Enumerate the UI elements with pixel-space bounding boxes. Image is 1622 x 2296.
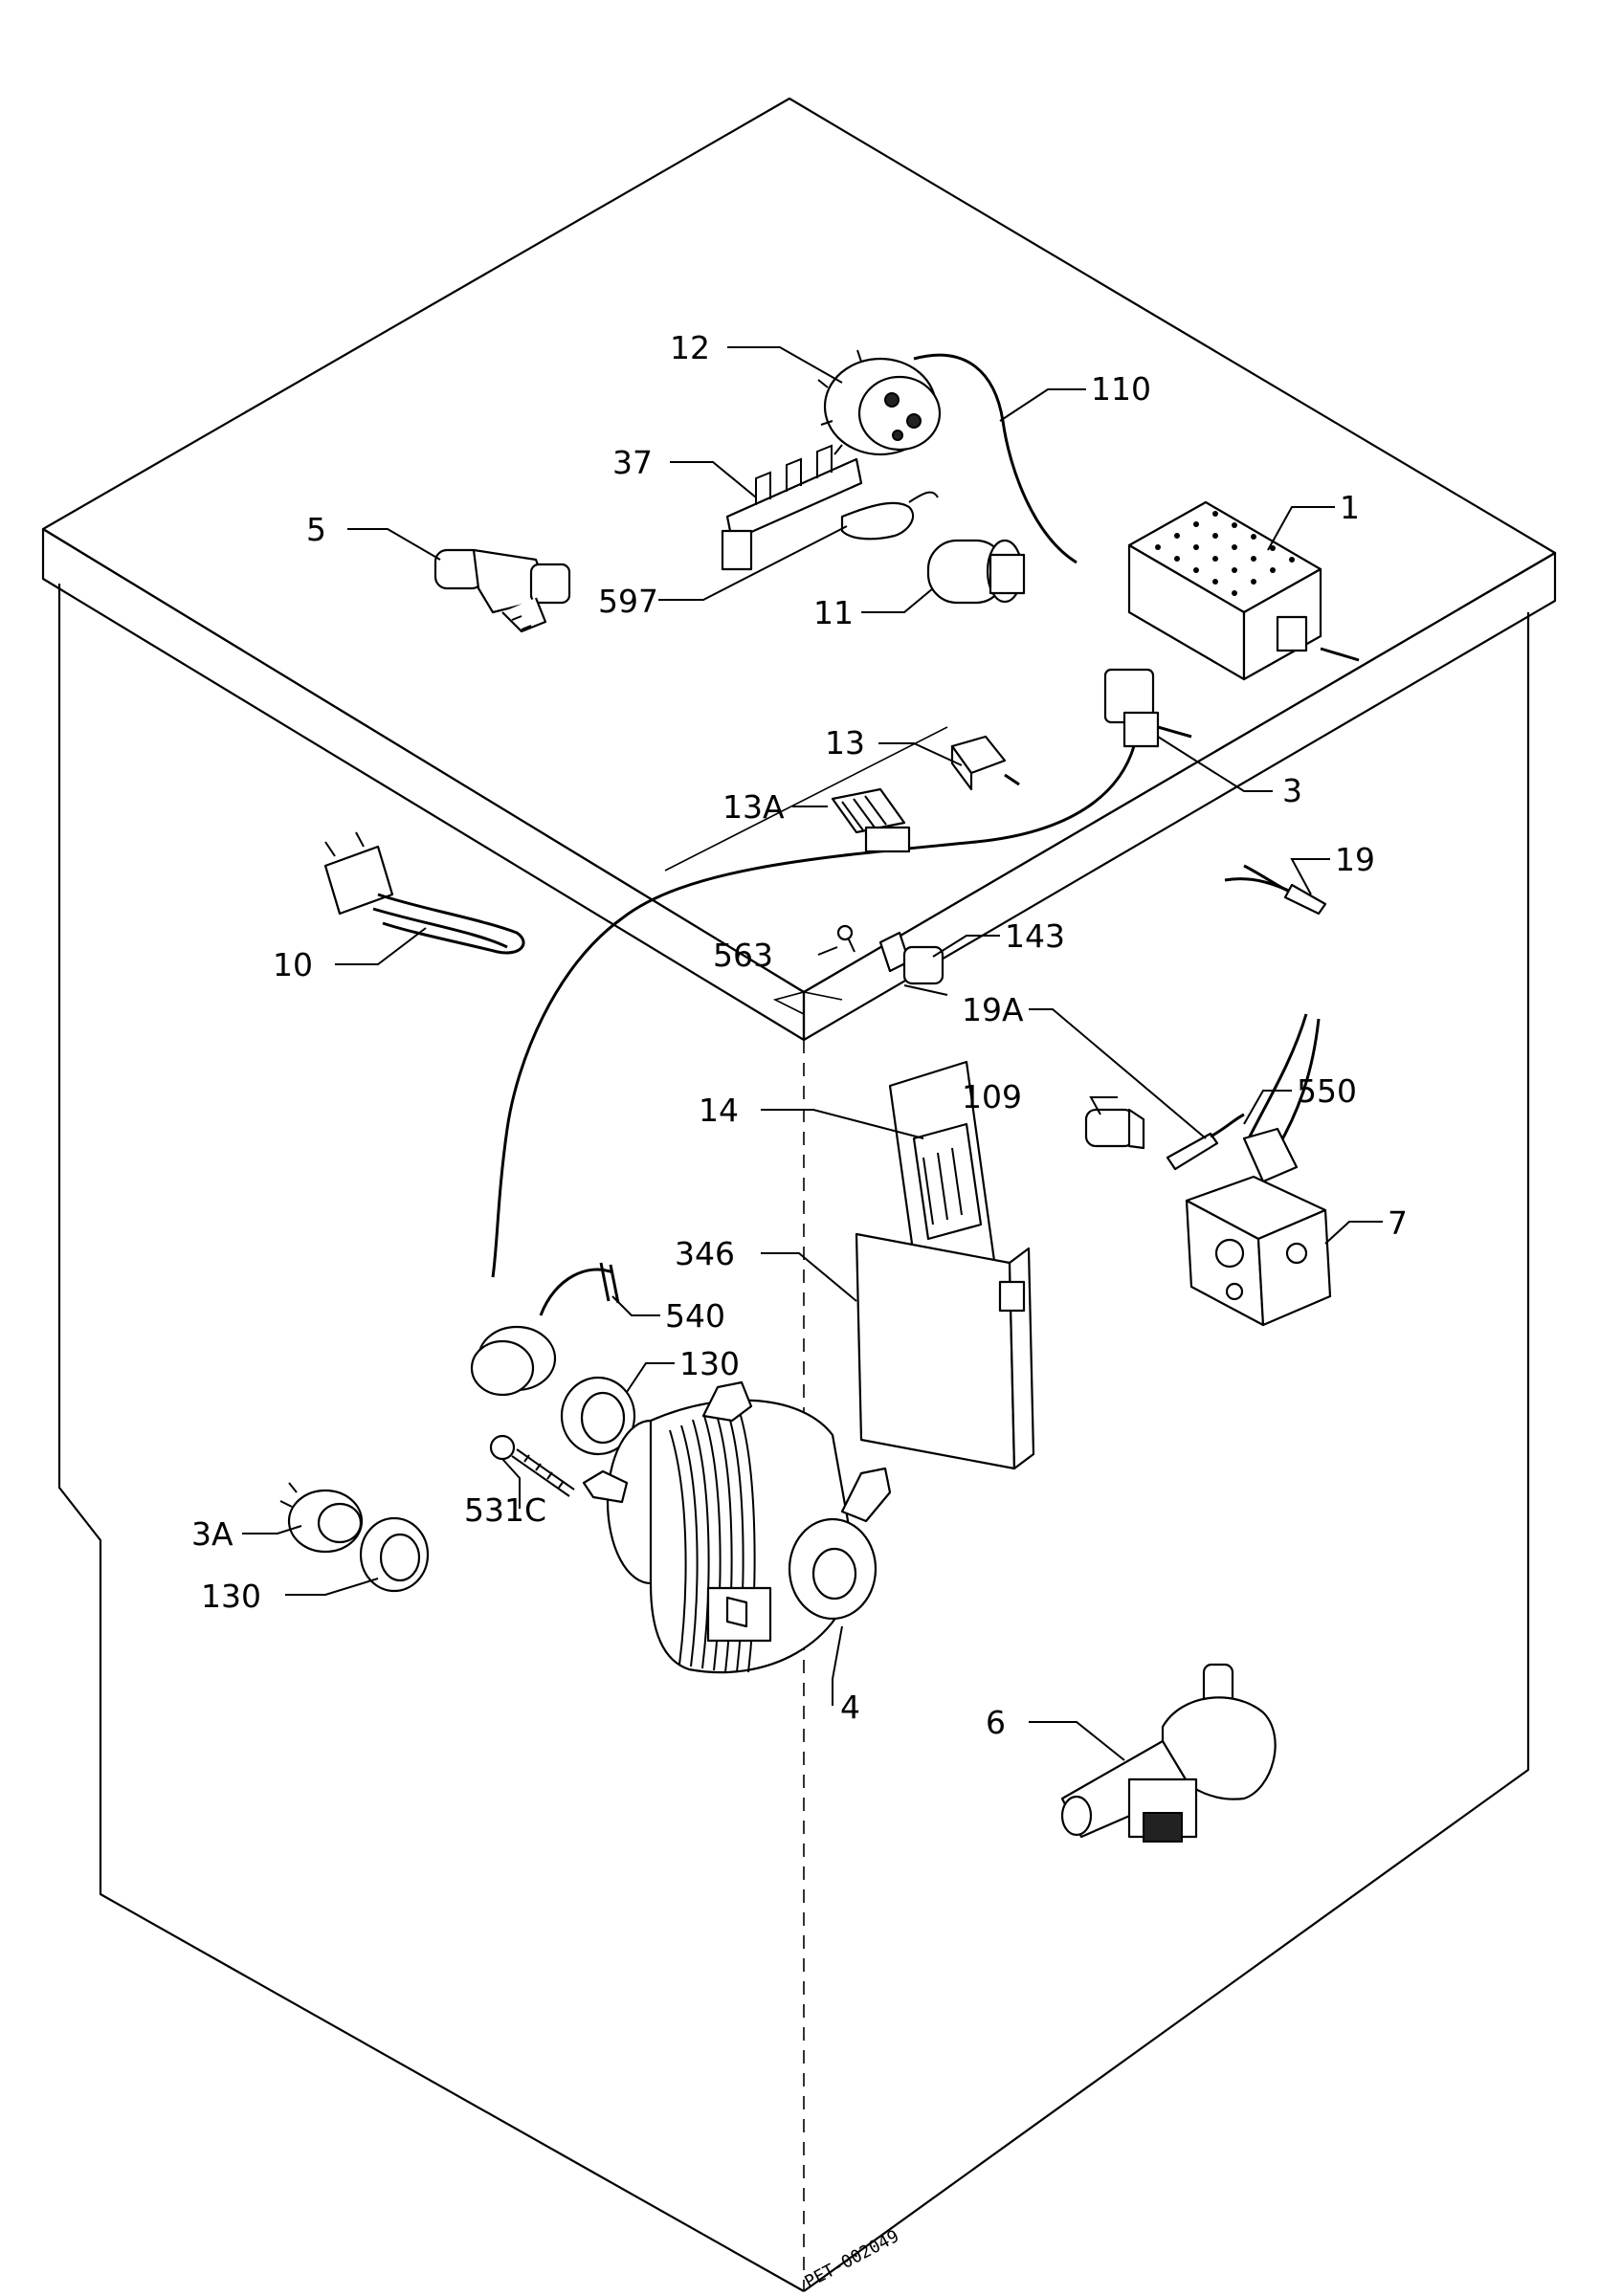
part-563-screw [836,924,855,953]
callout-563: 563 [713,937,773,974]
part-4-motor [582,1380,892,1674]
part-550-hose [1242,1013,1321,1183]
leader-563 [772,991,843,1015]
callout-19a: 19A [962,991,1024,1028]
callout-550: 550 [1297,1072,1357,1110]
part-143-switch [878,931,948,996]
callout-130-lower: 130 [201,1578,261,1615]
part-130-lower-grommet [359,1516,430,1593]
callout-7: 7 [1388,1204,1408,1242]
callout-13a: 13A [722,788,785,826]
callout-109: 109 [962,1078,1022,1115]
callout-130-upper: 130 [679,1345,740,1382]
part-19-sensor [1224,864,1327,916]
callout-597: 597 [598,583,658,620]
callout-5: 5 [306,511,326,548]
callout-37: 37 [612,444,653,481]
callout-3: 3 [1282,772,1302,809]
callout-6: 6 [986,1704,1006,1741]
callout-12: 12 [670,329,710,366]
callout-3a: 3A [191,1515,233,1553]
part-1-control-module [1127,500,1360,681]
part-13-connector [950,735,1020,791]
part-540-clamp [539,1262,620,1316]
part-5-valve [433,548,571,633]
part-3-door-switch [470,668,1192,1397]
part-531c-screw [489,1434,575,1497]
callout-19: 19 [1335,841,1375,878]
part-37-contact-strip [721,444,863,571]
part-14-dispenser-drawer [888,1060,997,1293]
part-3a-thermostat [279,1482,364,1554]
part-11-capacitor [926,539,1026,605]
callout-143: 143 [1005,917,1065,955]
callout-13: 13 [825,724,865,762]
callout-346: 346 [675,1235,735,1272]
part-19a-sensor [1166,1113,1245,1171]
part-7-pressure-switch [1185,1175,1332,1327]
part-13a-connector [831,787,911,853]
callout-10: 10 [273,946,313,983]
part-12-programmer-dial [817,349,942,456]
part-6-drain-pump [1060,1663,1277,1843]
callout-110: 110 [1091,370,1151,408]
part-597-clip [840,491,939,541]
callout-4: 4 [840,1689,860,1726]
drawing-reference: PET-002049 [801,2226,902,2292]
part-346-dispenser-housing [855,1232,1035,1470]
callout-11: 11 [813,594,854,631]
callout-531c: 531C [464,1491,546,1529]
callout-14: 14 [699,1092,739,1129]
callout-1: 1 [1340,489,1360,526]
callout-540: 540 [665,1297,725,1335]
callout-labels: 12 110 37 5 597 11 1 13 3 13A 19 10 563 … [191,329,1408,1741]
part-109-connector [1084,1108,1145,1150]
part-10-heating-element [323,831,525,955]
part-110-cable [913,353,1078,564]
leader-lines [242,346,1383,1761]
cabinet-outline [41,97,1557,2292]
part-130-upper-grommet [560,1376,636,1456]
